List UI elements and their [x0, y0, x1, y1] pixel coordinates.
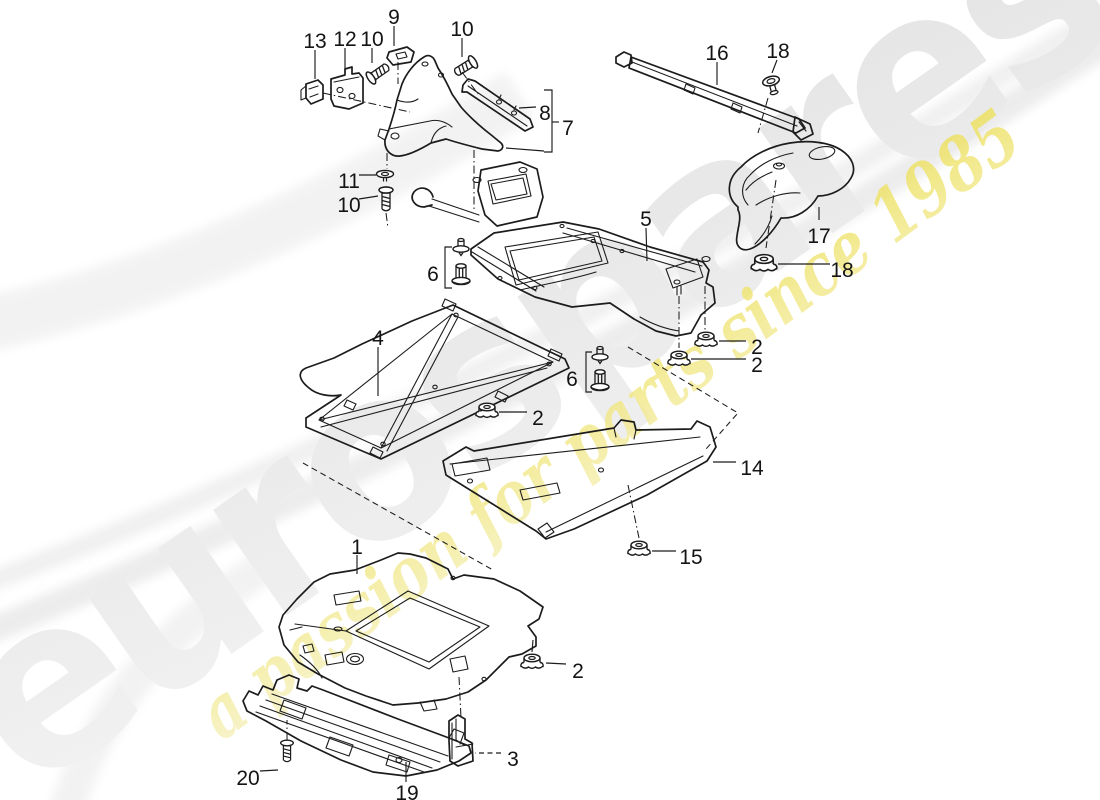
callout-7: 7: [562, 117, 574, 140]
screw-10-a: [363, 59, 393, 87]
callout-18-b: 18: [830, 259, 853, 282]
part-7-support-bracket: [377, 54, 504, 157]
parts-layer: [242, 46, 855, 777]
callout-8-leader-0: [518, 106, 537, 109]
callout-14: 14: [740, 457, 764, 480]
callout-2-a: 2: [751, 336, 763, 359]
callout-6-b-bracket: [585, 351, 592, 393]
callout-10-c: 10: [337, 194, 360, 217]
construction-lines: [286, 62, 777, 740]
callout-15: 15: [679, 546, 702, 569]
callout-17: 17: [807, 225, 830, 248]
screw-10-b: [450, 53, 480, 80]
callout-10-b: 10: [450, 18, 473, 41]
callout-6-b: 6: [566, 368, 578, 391]
callout-20: 20: [236, 767, 259, 790]
callout-2-b: 2: [751, 354, 763, 377]
watermark-swoosh: [0, 4, 1100, 800]
callout-5-leader-0: [645, 227, 648, 262]
callout-7-bracket: [544, 89, 553, 153]
part-12-bracket-plate: [330, 66, 364, 110]
callout-6-a-bracket: [444, 246, 452, 289]
callout-2-d-leader-0: [545, 662, 567, 665]
nut-15: [627, 540, 651, 557]
callout-13: 13: [303, 30, 326, 53]
callout-2-c: 2: [532, 407, 544, 430]
callout-20-leader-0: [259, 769, 279, 772]
part-19-front-air-guide-panel: [242, 674, 472, 777]
nut-2-a: [694, 331, 718, 348]
callout-7-leader-1: [505, 147, 545, 152]
callout-10-a: 10: [360, 28, 383, 51]
callout-16: 16: [705, 42, 728, 65]
nut-2-c: [475, 402, 499, 419]
callout-2-d: 2: [572, 660, 584, 683]
part-16-cross-rail: [615, 51, 814, 141]
callout-18-a-leader-0: [771, 59, 778, 74]
nut-2-b: [667, 350, 691, 367]
screw-20: [280, 739, 294, 763]
callout-10-c-leader-0: [358, 195, 379, 200]
part-1-front-skid-plate: [278, 552, 544, 712]
callout-8: 8: [539, 102, 551, 125]
part-17-cover-shell: [728, 140, 855, 251]
push-pin-18-b: [750, 253, 778, 272]
callout-18-a: 18: [766, 40, 789, 63]
callout-6-a: 6: [427, 263, 439, 286]
callout-5: 5: [640, 208, 652, 231]
part-13-retainer-clip: [300, 79, 324, 105]
part-14-rear-underbody-tray: [442, 419, 717, 540]
part-5-center-underbody-cover: [411, 161, 716, 337]
part-9-mounting-pad: [386, 46, 415, 66]
callout-4: 4: [372, 327, 384, 350]
callout-3: 3: [507, 748, 519, 771]
callout-1: 1: [351, 536, 363, 559]
callout-12: 12: [333, 28, 356, 51]
part-4-cross-brace-frame: [299, 298, 570, 460]
nut-2-d: [520, 653, 544, 670]
callout-19: 19: [395, 782, 418, 800]
part-8-reinforcement-strip: [461, 78, 534, 132]
callout-9: 9: [388, 6, 400, 29]
callout-11: 11: [338, 170, 360, 193]
